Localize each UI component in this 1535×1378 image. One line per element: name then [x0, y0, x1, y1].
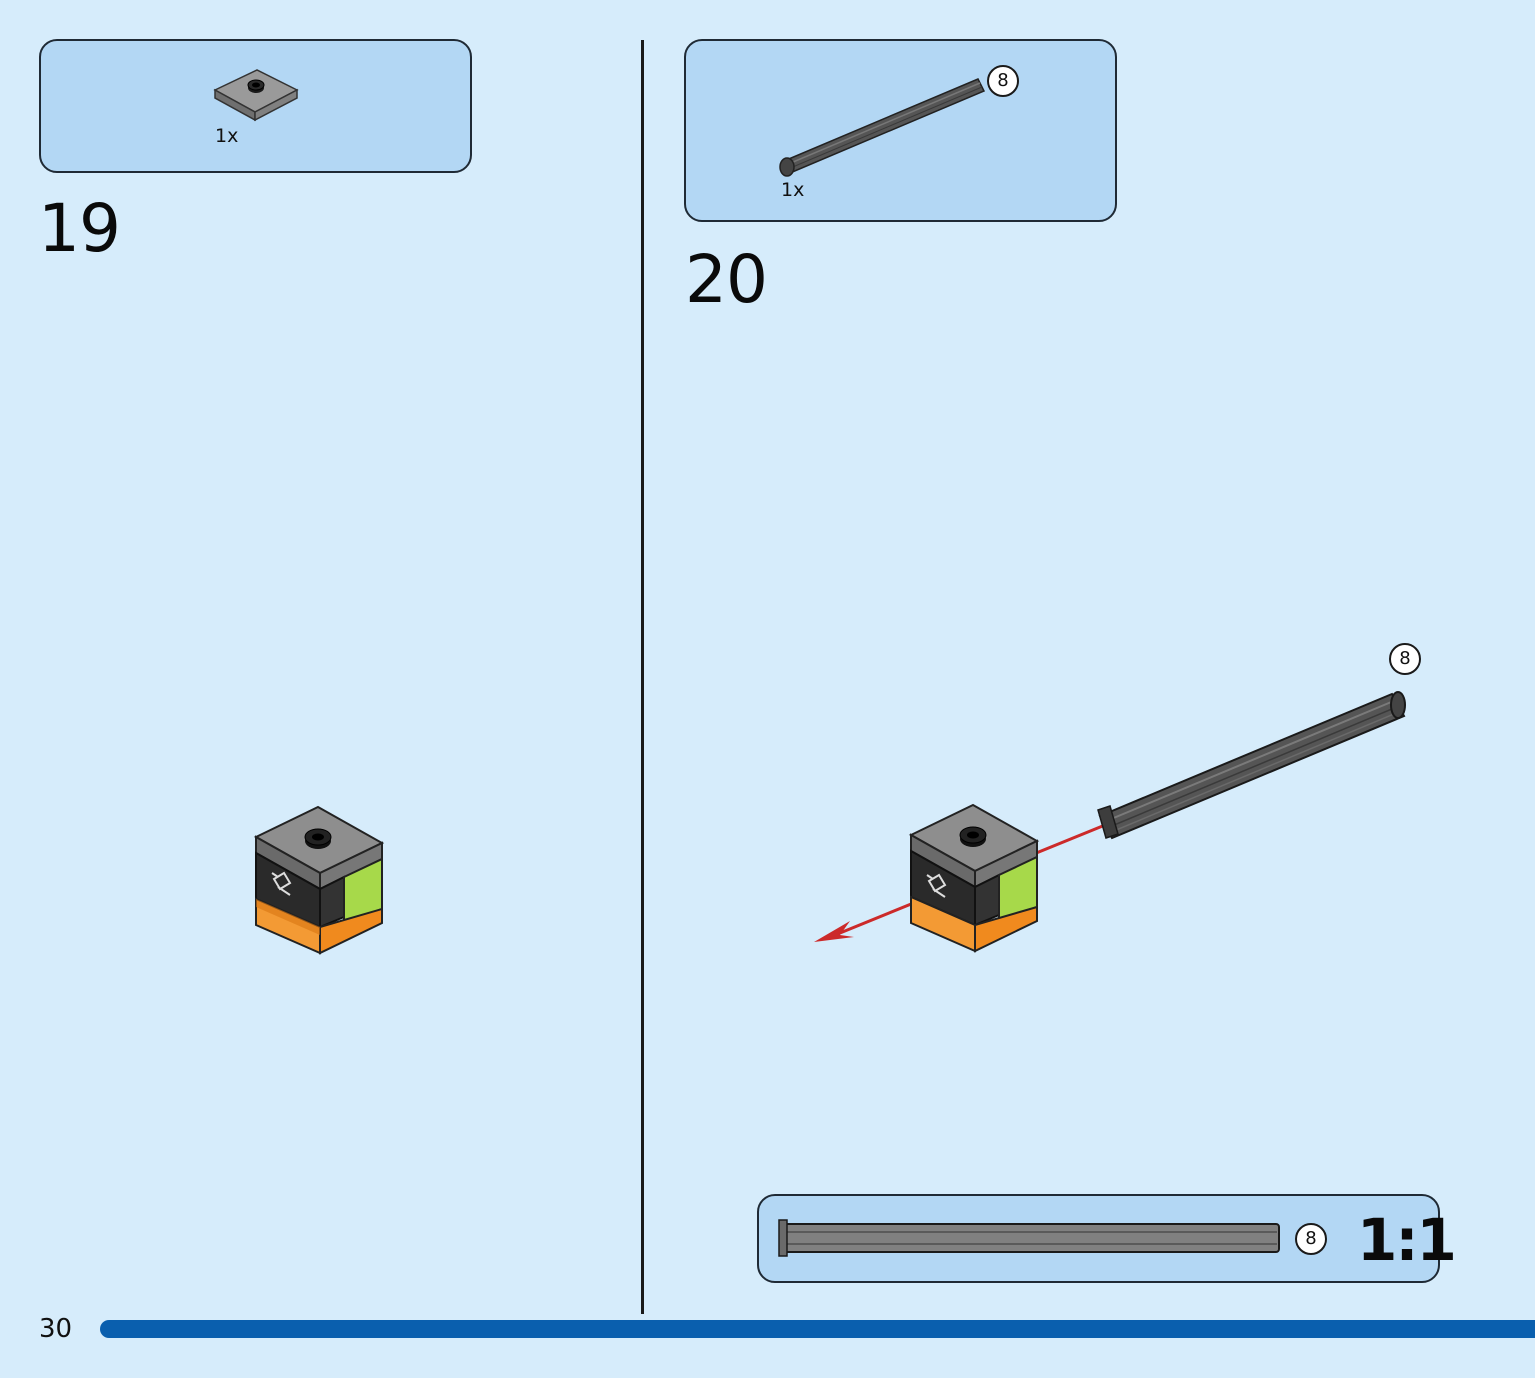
dark-gray-axle-icon [779, 78, 986, 177]
page-progress-bar [100, 1320, 1535, 1338]
step-number-19: 19 [38, 190, 121, 267]
scale-label: 1:1 [1357, 1206, 1457, 1274]
step-number-20: 20 [685, 241, 768, 318]
page-number: 30 [39, 1314, 73, 1344]
part-quantity: 1x [215, 125, 239, 147]
part-quantity: 1x [781, 179, 805, 201]
step-19-assembly-brick [253, 805, 385, 955]
step-20-parts-callout: 8 1x [684, 39, 1117, 222]
axle-length-badge: 8 [987, 65, 1019, 97]
scale-length-badge: 8 [1295, 1223, 1327, 1255]
gray-round-stud-plate-icon [213, 69, 299, 122]
assembly-length-badge: 8 [1389, 643, 1421, 675]
axle-scale-drawing [778, 1219, 1280, 1257]
scale-check-callout: 8 1:1 [757, 1194, 1457, 1283]
step-20-assembly-brick [908, 803, 1040, 953]
step-divider [641, 40, 644, 1314]
step-19-parts-callout: 1x [39, 39, 472, 173]
step-20-axle [1097, 691, 1406, 840]
